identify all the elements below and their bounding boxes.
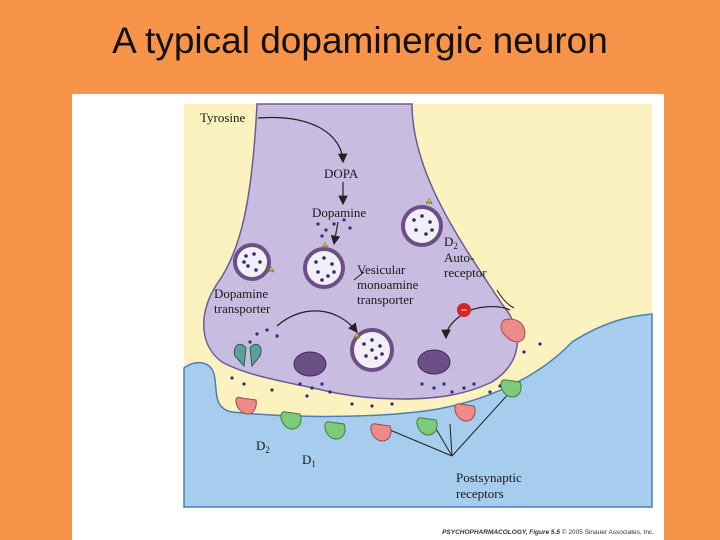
slide-title: A typical dopaminergic neuron xyxy=(112,20,608,61)
postsynaptic-d1-receptor xyxy=(280,411,302,430)
leader-line xyxy=(389,429,453,457)
figure-credit: PSYCHOPHARMACOLOGY, Figure 5.5 © 2005 Si… xyxy=(442,529,654,536)
label-dopamine: Dopamine xyxy=(312,205,366,220)
label-autoreceptor-line1: Auto- xyxy=(444,250,474,265)
postsynaptic-d2-receptor xyxy=(454,403,476,422)
dopamine-transporter xyxy=(233,343,262,368)
label-dat-line1: Dopamine xyxy=(214,286,268,301)
postsynaptic-d1-receptor xyxy=(324,421,346,440)
credit-copyright: © 2005 Sinauer Associates, Inc. xyxy=(559,529,654,536)
inhibition-sign: − xyxy=(460,303,467,317)
label-d2-autoreceptor: D2 xyxy=(444,234,458,251)
vmat-icon xyxy=(425,198,433,205)
d2-autoreceptor xyxy=(500,318,526,343)
postsynaptic-cell xyxy=(183,313,653,508)
leader-line xyxy=(449,423,453,457)
arrow-reuptake xyxy=(276,310,358,333)
arrow-tyrosine-to-dopa xyxy=(257,116,348,164)
arrow-autoreceptor-pointer xyxy=(496,289,515,309)
vmat-icon xyxy=(321,242,329,249)
arrow-autoreceptor-feedback xyxy=(441,306,511,340)
inhibition-icon xyxy=(457,303,471,317)
postsynaptic-d2-receptor xyxy=(370,423,392,442)
figure-panel: − Tyrosine DOPA Dopamine D2 Auto- recept… xyxy=(72,94,664,540)
leader-line xyxy=(451,389,513,457)
label-tyrosine: Tyrosine xyxy=(200,110,246,125)
label-d2-postsynaptic: D2 xyxy=(256,438,270,455)
label-vmat-line1: Vesicular xyxy=(357,262,406,277)
postsynaptic-d2-receptor xyxy=(235,396,257,415)
docked-vesicle xyxy=(417,349,451,375)
label-autoreceptor-line2: receptor xyxy=(444,265,487,280)
synaptic-vesicle xyxy=(303,247,345,289)
vmat-icon xyxy=(267,266,275,273)
label-postsynaptic-line2: receptors xyxy=(456,486,504,501)
presynaptic-terminal xyxy=(203,103,519,400)
arrow-vmat-pointer xyxy=(353,271,365,281)
label-dat-line2: transporter xyxy=(214,301,271,316)
label-vmat-line3: transporter xyxy=(357,292,414,307)
postsynaptic-d1-receptor xyxy=(500,379,522,398)
postsynaptic-d1-receptor xyxy=(416,417,438,436)
label-postsynaptic-line1: Postsynaptic xyxy=(456,470,522,485)
label-d1-postsynaptic: D1 xyxy=(302,452,316,469)
credit-source: PSYCHOPHARMACOLOGY, Figure 5.5 xyxy=(442,529,560,536)
docked-vesicle xyxy=(293,351,327,377)
label-dopa: DOPA xyxy=(324,166,359,181)
label-vmat-line2: monoamine xyxy=(357,277,419,292)
dopaminergic-neuron-diagram: − Tyrosine DOPA Dopamine D2 Auto- recept… xyxy=(183,103,653,508)
synaptic-vesicle xyxy=(233,243,271,281)
arrow-dopamine-to-vesicle xyxy=(330,221,341,246)
synaptic-vesicle xyxy=(401,205,443,247)
vmat-icon xyxy=(353,332,361,339)
